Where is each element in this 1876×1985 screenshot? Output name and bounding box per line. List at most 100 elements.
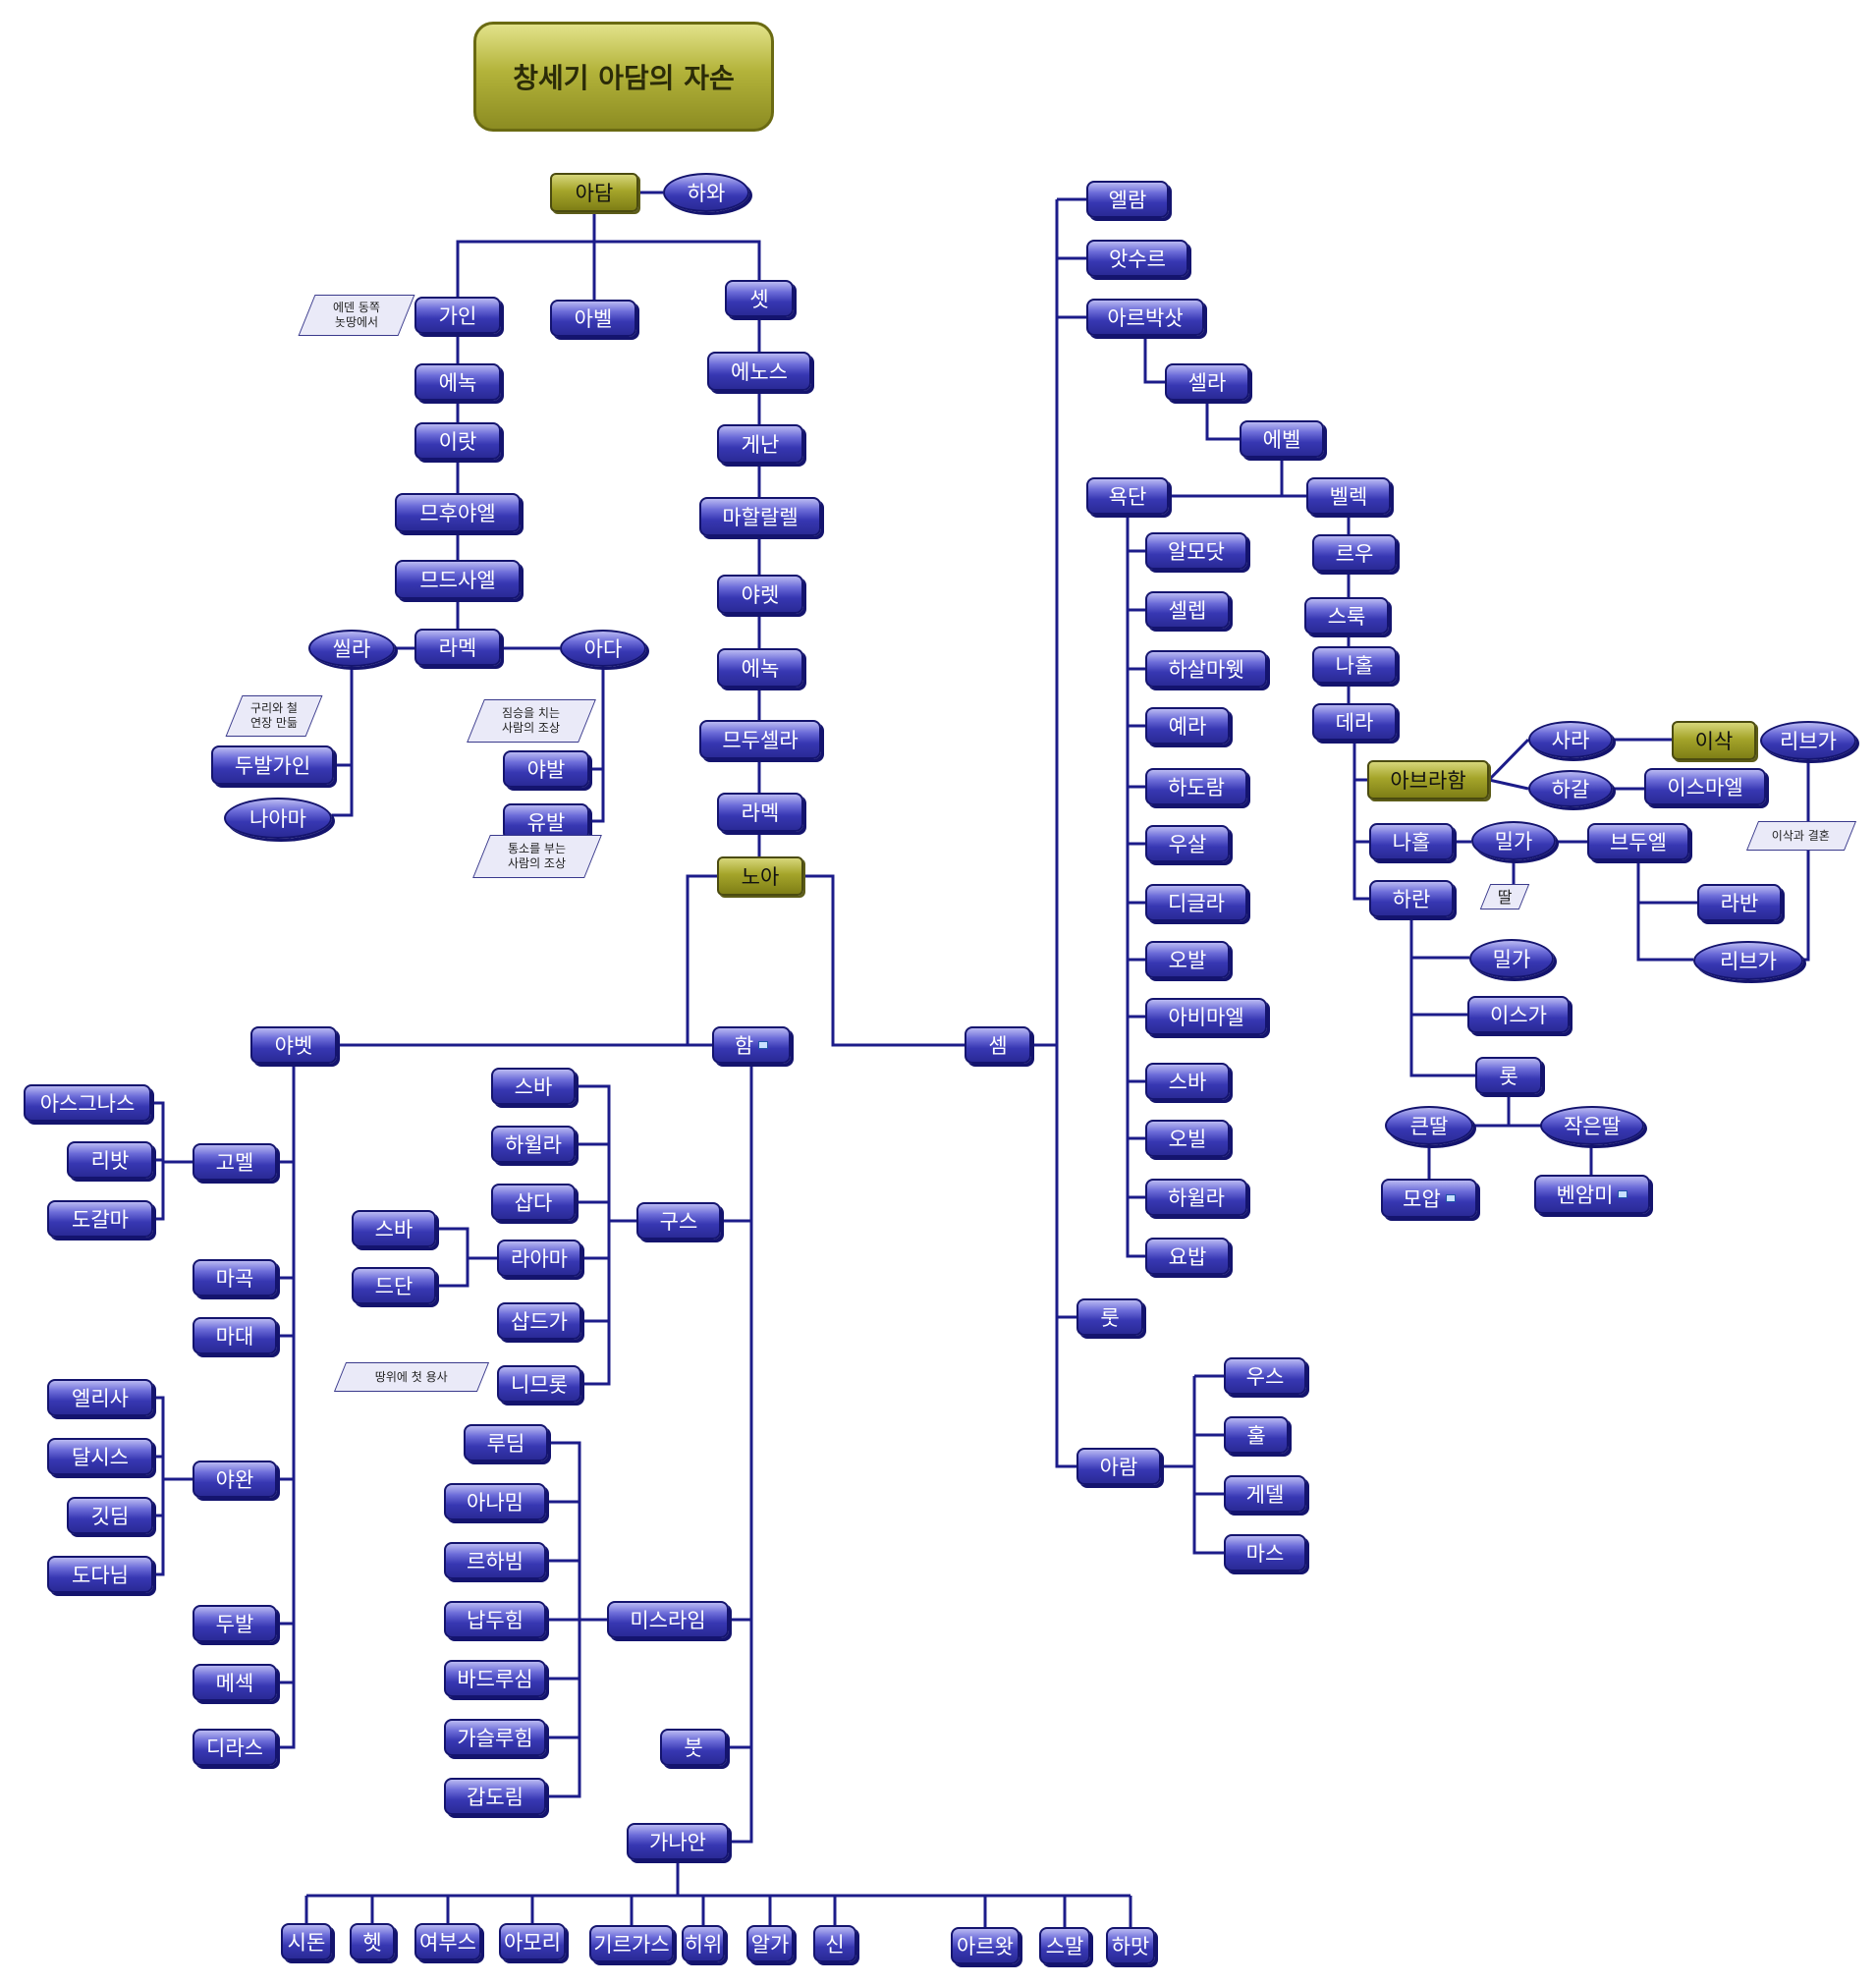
node-kain: 가인	[414, 297, 501, 334]
node-benammi: 벤암미	[1534, 1175, 1650, 1214]
node-younger-daughter: 작은딸	[1540, 1106, 1644, 1145]
node-uz: 우스	[1224, 1357, 1306, 1395]
connector-line	[686, 874, 717, 1045]
node-serug: 스룩	[1304, 597, 1389, 634]
node-uzal: 우살	[1145, 825, 1230, 862]
node-naphtuhim: 납두힘	[444, 1601, 546, 1638]
node-j-havilah: 하윌라	[1145, 1179, 1247, 1216]
connector-line	[589, 667, 605, 823]
connector-line	[1192, 1376, 1224, 1555]
connector-line	[1488, 778, 1529, 791]
node-nahor1: 나홀	[1312, 646, 1397, 684]
node-nahor2: 나홀	[1369, 823, 1454, 860]
connector-line	[803, 874, 965, 1047]
node-lot: 롯	[1475, 1057, 1542, 1094]
connector-line	[1803, 760, 1810, 962]
node-dedan: 드단	[352, 1267, 436, 1304]
note-isaac: 이삭과 결혼	[1745, 821, 1857, 851]
node-obal: 오발	[1145, 941, 1230, 978]
node-iscah: 이스가	[1467, 996, 1570, 1033]
node-elam: 엘람	[1086, 181, 1169, 218]
node-sabteca: 삽드가	[497, 1302, 581, 1340]
node-ham-label: 함	[734, 1034, 754, 1058]
node-nimrod: 니므롯	[497, 1365, 581, 1403]
node-ashkenaz: 아스그나스	[24, 1084, 151, 1122]
connector-line	[153, 1396, 165, 1576]
node-dodanim: 도다님	[47, 1556, 153, 1593]
node-diklah: 디글라	[1145, 884, 1247, 921]
node-j-sheba: 스바	[1145, 1063, 1230, 1100]
node-milcah1: 밀가	[1471, 821, 1556, 860]
node-canaan: 가나안	[627, 1823, 729, 1860]
node-abimael: 아비마엘	[1145, 998, 1267, 1035]
node-havilah: 하윌라	[491, 1126, 576, 1163]
node-tubal: 두발	[193, 1605, 277, 1642]
node-arvadite: 아르왓	[951, 1927, 1020, 1964]
node-naamah: 나아마	[224, 798, 332, 839]
node-adah: 아다	[560, 630, 646, 667]
node-asshur: 앗수르	[1086, 240, 1188, 277]
node-rebekah2: 리브가	[1693, 941, 1803, 980]
connector-line	[576, 1084, 611, 1386]
node-mizraim: 미스라임	[607, 1601, 729, 1638]
connector-line	[1352, 741, 1369, 901]
node-methushael: 므드사엘	[395, 560, 521, 599]
node-mash: 마스	[1224, 1534, 1306, 1571]
node-sinite: 신	[813, 1925, 856, 1962]
node-madai: 마대	[193, 1317, 277, 1354]
node-kittim: 깃딤	[67, 1497, 153, 1534]
node-hivite: 히위	[682, 1925, 725, 1962]
node-meshech: 메섹	[193, 1664, 277, 1701]
note-jabal: 짐승을 치는 사람의 조상	[467, 699, 596, 743]
node-amorite: 아모리	[499, 1923, 566, 1960]
node-hadoram: 하도람	[1145, 768, 1247, 805]
node-benammi-label: 벤암미	[1556, 1184, 1614, 1207]
node-gomer: 고멜	[193, 1143, 277, 1181]
node-sidon: 시돈	[281, 1923, 332, 1960]
node-sheleph: 셀렙	[1145, 591, 1230, 629]
node-riphath: 리밧	[67, 1141, 153, 1179]
node-irad: 이랏	[414, 422, 501, 460]
node-sarah: 사라	[1528, 721, 1613, 758]
node-isaac: 이삭	[1672, 721, 1756, 760]
node-tarshish: 달시스	[47, 1438, 153, 1475]
node-terah: 데라	[1312, 703, 1397, 741]
node-mehujael: 므후야엘	[395, 493, 521, 532]
node-caphtorim: 갑도림	[444, 1778, 546, 1815]
node-magog: 마곡	[193, 1259, 277, 1296]
node-kain-enoch: 에녹	[414, 363, 501, 401]
node-gether: 게델	[1224, 1475, 1306, 1513]
node-seth-enoch: 에녹	[717, 648, 803, 688]
connector-line	[729, 1064, 753, 1844]
note-nimrod: 땅위에 첫 용사	[333, 1362, 490, 1392]
node-milcah2: 밀가	[1469, 939, 1554, 978]
node-hagar: 하갈	[1528, 770, 1613, 807]
note-scroll-icon	[1445, 1194, 1456, 1202]
note-scroll-icon	[758, 1041, 769, 1049]
node-reu: 르우	[1312, 534, 1397, 572]
connector-line	[1055, 199, 1076, 1468]
node-rebekah1: 리브가	[1760, 721, 1856, 760]
node-jerah: 예라	[1145, 707, 1230, 744]
node-ophir: 오빌	[1145, 1120, 1230, 1157]
node-casluhim: 가슬루힘	[444, 1719, 546, 1756]
node-shelah: 셀라	[1165, 363, 1249, 401]
node-adam: 아담	[550, 173, 638, 212]
node-cush: 구스	[636, 1202, 721, 1240]
node-abel: 아벨	[550, 300, 636, 337]
node-noah: 노아	[717, 856, 803, 896]
node-mahalalel: 마할랄렐	[699, 497, 821, 536]
node-pathrusim: 바드루심	[444, 1660, 546, 1697]
node-zillah: 씰라	[308, 630, 395, 667]
node-hazarmaveth: 하살마웻	[1145, 650, 1267, 688]
node-kain-lamech: 라멕	[414, 629, 501, 666]
connector-line	[1409, 917, 1475, 1077]
connector-line	[277, 1064, 296, 1749]
node-japheth: 야벳	[250, 1026, 337, 1064]
node-tubalkain: 두발가인	[211, 745, 334, 785]
connector-line	[1636, 860, 1693, 962]
note-jubal: 통소를 부는 사람의 조상	[472, 835, 602, 878]
node-raamah: 라아마	[497, 1240, 581, 1277]
